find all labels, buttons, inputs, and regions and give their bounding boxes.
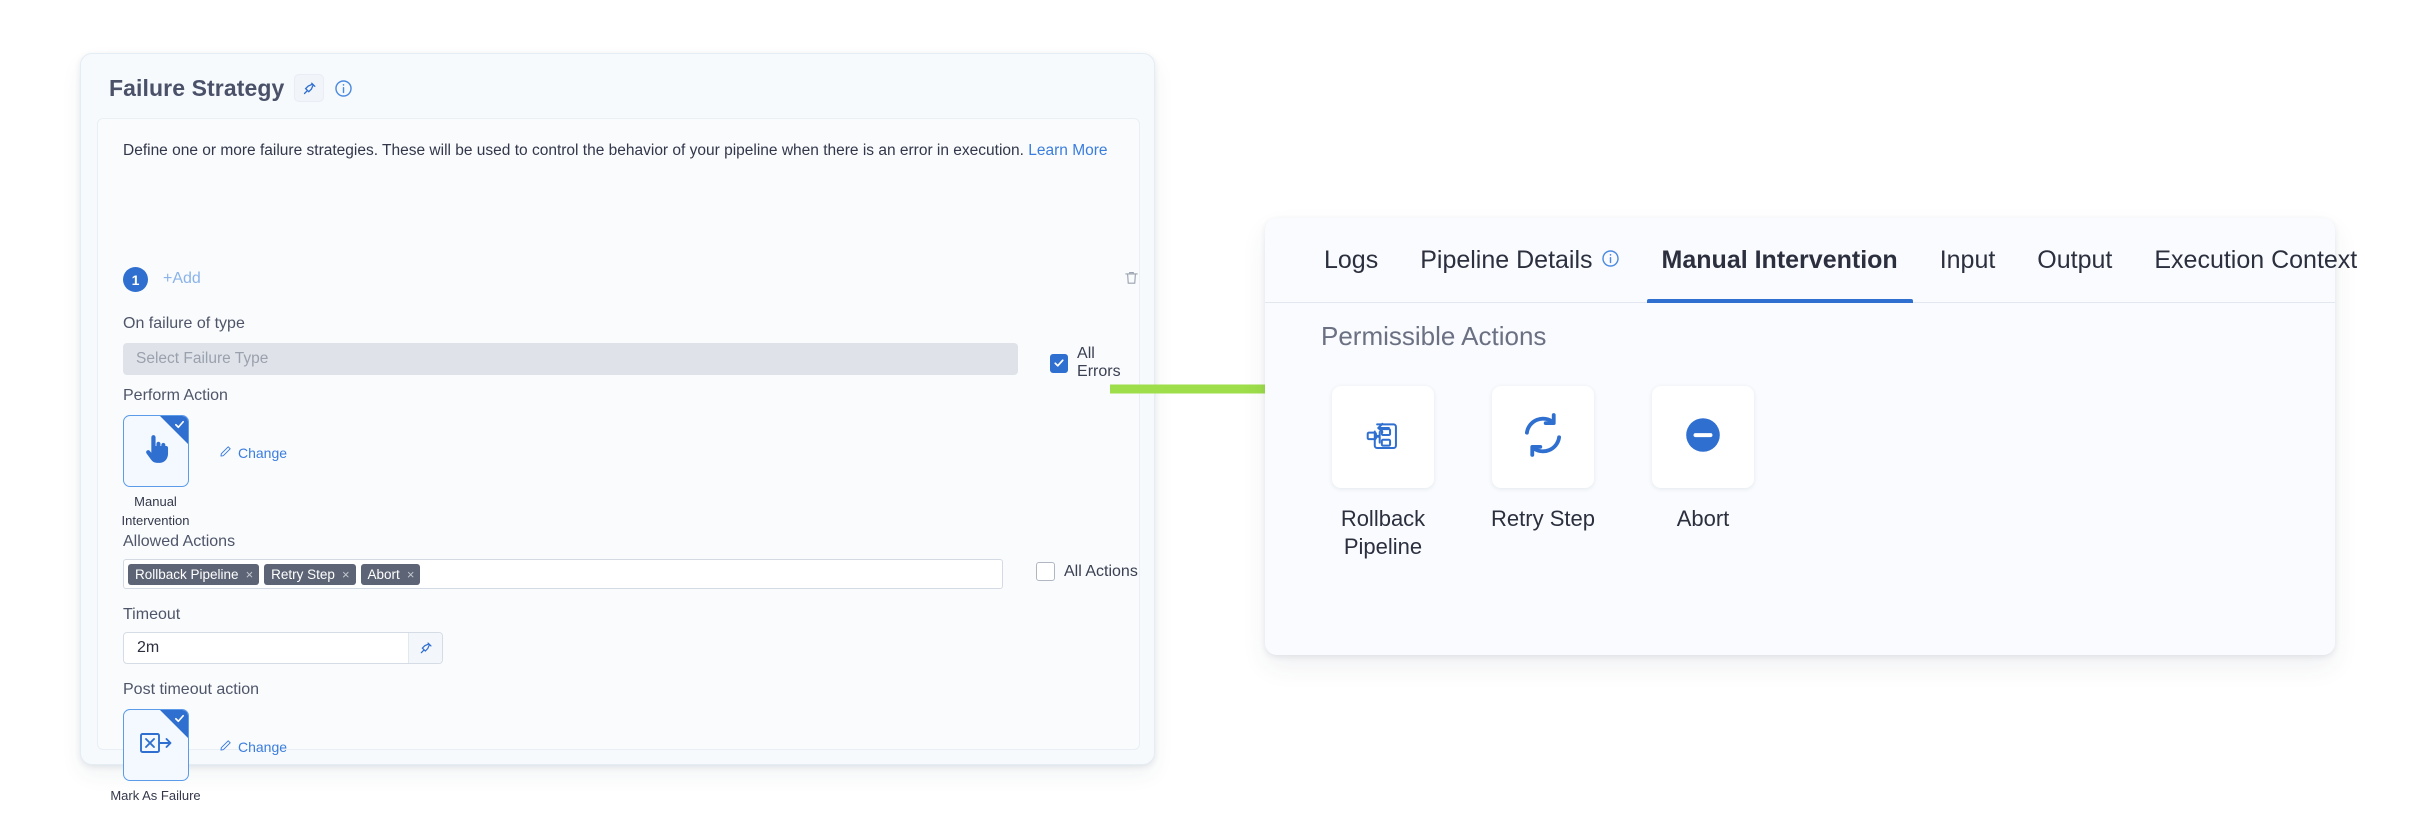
tab-label: Pipeline Details <box>1420 245 1593 274</box>
pencil-icon <box>219 445 232 461</box>
all-actions-checkbox[interactable] <box>1036 562 1055 581</box>
permissible-actions-list: Rollback Pipeline Retry Step <box>1303 386 1783 561</box>
abort-button[interactable] <box>1652 386 1754 488</box>
all-errors-checkbox-row[interactable]: All Errors <box>1050 345 1139 381</box>
tab-manual-intervention[interactable]: Manual Intervention <box>1641 218 1919 303</box>
retry-icon <box>1520 412 1566 463</box>
permissible-action-abort[interactable]: Abort <box>1623 386 1783 561</box>
post-timeout-action-label: Post timeout action <box>123 681 260 698</box>
chip-rollback-pipeline[interactable]: Rollback Pipeline × <box>128 563 260 585</box>
tab-execution-context[interactable]: Execution Context <box>2133 218 2378 303</box>
tab-label: Execution Context <box>2154 245 2358 274</box>
chip-label: Retry Step <box>271 566 335 582</box>
tab-label: Input <box>1939 245 1996 274</box>
tab-label: Manual Intervention <box>1661 245 1898 274</box>
on-failure-label: On failure of type <box>123 315 245 332</box>
retry-step-button[interactable] <box>1492 386 1594 488</box>
change-post-timeout-action-label: Change <box>238 739 288 755</box>
green-arrow <box>1110 375 1335 403</box>
timeout-pin-icon[interactable] <box>408 633 442 663</box>
chip-label: Rollback Pipeline <box>135 566 239 582</box>
change-perform-action-button[interactable]: Change <box>219 445 287 461</box>
trash-icon[interactable] <box>1123 269 1140 291</box>
permissible-action-rollback-pipeline[interactable]: Rollback Pipeline <box>1303 386 1463 561</box>
abort-icon <box>1682 414 1724 461</box>
abort-label: Abort <box>1676 506 1730 531</box>
hand-pointer-icon <box>139 432 173 471</box>
timeout-label: Timeout <box>123 606 181 623</box>
mark-as-failure-tile[interactable] <box>123 709 189 781</box>
tab-logs[interactable]: Logs <box>1303 218 1399 303</box>
info-icon[interactable] <box>334 79 353 98</box>
manual-intervention-tile[interactable] <box>123 415 189 487</box>
chip-remove-icon[interactable]: × <box>245 566 254 582</box>
chip-label: Abort <box>367 566 400 582</box>
timeout-input[interactable]: 2m <box>137 639 160 656</box>
tab-bar: Logs Pipeline Details Manual Interventio… <box>1265 218 2357 303</box>
change-post-timeout-action-button[interactable]: Change <box>219 739 287 755</box>
all-actions-checkbox-row[interactable]: All Actions <box>1036 562 1138 581</box>
tab-input[interactable]: Input <box>1919 218 2017 303</box>
allowed-actions-input[interactable]: Rollback Pipeline × Retry Step × Abort × <box>123 559 1003 589</box>
all-errors-checkbox[interactable] <box>1050 353 1069 373</box>
failure-strategy-body: Define one or more failure strategies. T… <box>97 118 1140 803</box>
tab-label: Logs <box>1324 245 1379 274</box>
permissible-action-retry-step[interactable]: Retry Step <box>1463 386 1623 561</box>
chip-remove-icon[interactable]: × <box>341 566 350 582</box>
info-icon[interactable] <box>1601 246 1620 275</box>
rollback-pipeline-button[interactable] <box>1332 386 1434 488</box>
allowed-actions-label: Allowed Actions <box>123 533 236 550</box>
all-errors-label: All Errors <box>1077 345 1121 380</box>
mark-as-failure-icon <box>139 730 173 761</box>
learn-more-link[interactable]: Learn More <box>1028 142 1108 159</box>
mark-as-failure-label: Mark As Failure <box>110 788 201 803</box>
tab-label: Output <box>2037 245 2113 274</box>
page-title: Failure Strategy <box>109 74 285 101</box>
failure-type-select[interactable]: Select Failure Type <box>123 343 1018 375</box>
failure-strategy-card: Failure Strategy Define one or more fail… <box>80 53 1155 803</box>
execution-details-panel: Logs Pipeline Details Manual Interventio… <box>1265 218 2357 655</box>
tab-output[interactable]: Output <box>2016 218 2133 303</box>
perform-action-block: Manual Intervention Change <box>122 415 287 531</box>
rollback-pipeline-label: Rollback Pipeline <box>1340 506 1426 560</box>
timeout-field[interactable]: 2m <box>123 632 443 664</box>
chip-remove-icon[interactable]: × <box>406 566 415 582</box>
chip-retry-step[interactable]: Retry Step × <box>264 563 356 585</box>
card-header: Failure Strategy <box>81 54 1154 116</box>
perform-action-label: Perform Action <box>123 387 228 404</box>
add-strategy-button[interactable]: +Add <box>163 270 201 287</box>
change-perform-action-label: Change <box>238 445 288 461</box>
all-actions-label: All Actions <box>1064 562 1138 580</box>
tab-pipeline-details[interactable]: Pipeline Details <box>1399 218 1640 303</box>
permissible-actions-heading: Permissible Actions <box>1321 321 1547 351</box>
retry-step-label: Retry Step <box>1491 506 1595 531</box>
strategy-index-badge[interactable]: 1 <box>123 267 148 292</box>
pin-icon[interactable] <box>294 74 325 102</box>
chip-abort[interactable]: Abort × <box>360 563 421 585</box>
post-timeout-action-block: Mark As Failure Change <box>110 709 287 806</box>
description-sentence: Define one or more failure strategies. T… <box>123 142 1024 159</box>
manual-intervention-label: Manual Intervention <box>121 494 190 528</box>
rollback-pipeline-icon <box>1363 415 1403 460</box>
pencil-icon <box>219 739 232 755</box>
description-text: Define one or more failure strategies. T… <box>123 142 1108 160</box>
